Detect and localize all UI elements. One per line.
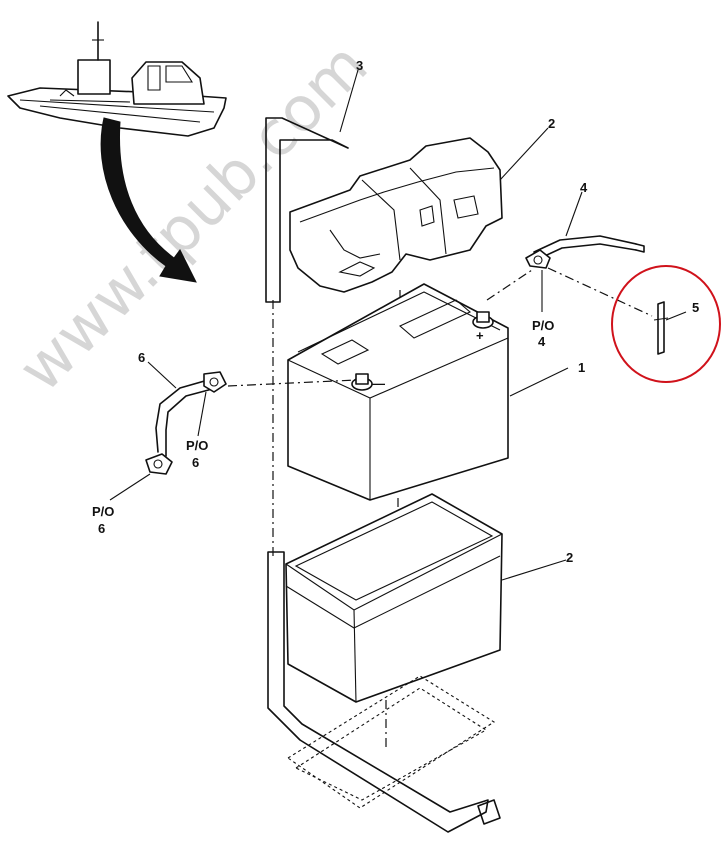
po6-lower-label-line2: 6 xyxy=(98,521,105,536)
battery-cover xyxy=(289,137,503,293)
battery: — + xyxy=(287,283,509,501)
callout-tray: 2 xyxy=(566,550,573,565)
leader-lines xyxy=(109,69,687,581)
tray-mount-outline xyxy=(286,675,496,809)
highlight-circle xyxy=(611,265,721,383)
callout-positive-cable: 4 xyxy=(580,180,588,195)
callout-negative-cable: 6 xyxy=(138,350,145,365)
po6-upper-label-line2: 6 xyxy=(192,455,199,470)
callout-nut: 5 xyxy=(692,300,699,315)
nut xyxy=(653,301,669,355)
positive-terminal-mark: + xyxy=(476,328,484,343)
battery-tray xyxy=(285,493,503,703)
hold-down-strap xyxy=(265,117,501,833)
po4-label-line1: P/O xyxy=(532,318,554,333)
po4-label-line2: 4 xyxy=(538,334,546,349)
po6-upper-label-line1: P/O xyxy=(186,438,208,453)
positive-cable xyxy=(525,235,645,269)
callout-battery: 1 xyxy=(578,360,585,375)
negative-cable xyxy=(145,371,227,475)
po6-lower-label-line1: P/O xyxy=(92,504,114,519)
pointer-arrow xyxy=(100,117,197,283)
callout-cover: 2 xyxy=(548,116,555,131)
callout-strap: 3 xyxy=(356,58,363,73)
negative-terminal-mark: — xyxy=(372,376,385,391)
boat-illustration xyxy=(7,21,227,137)
